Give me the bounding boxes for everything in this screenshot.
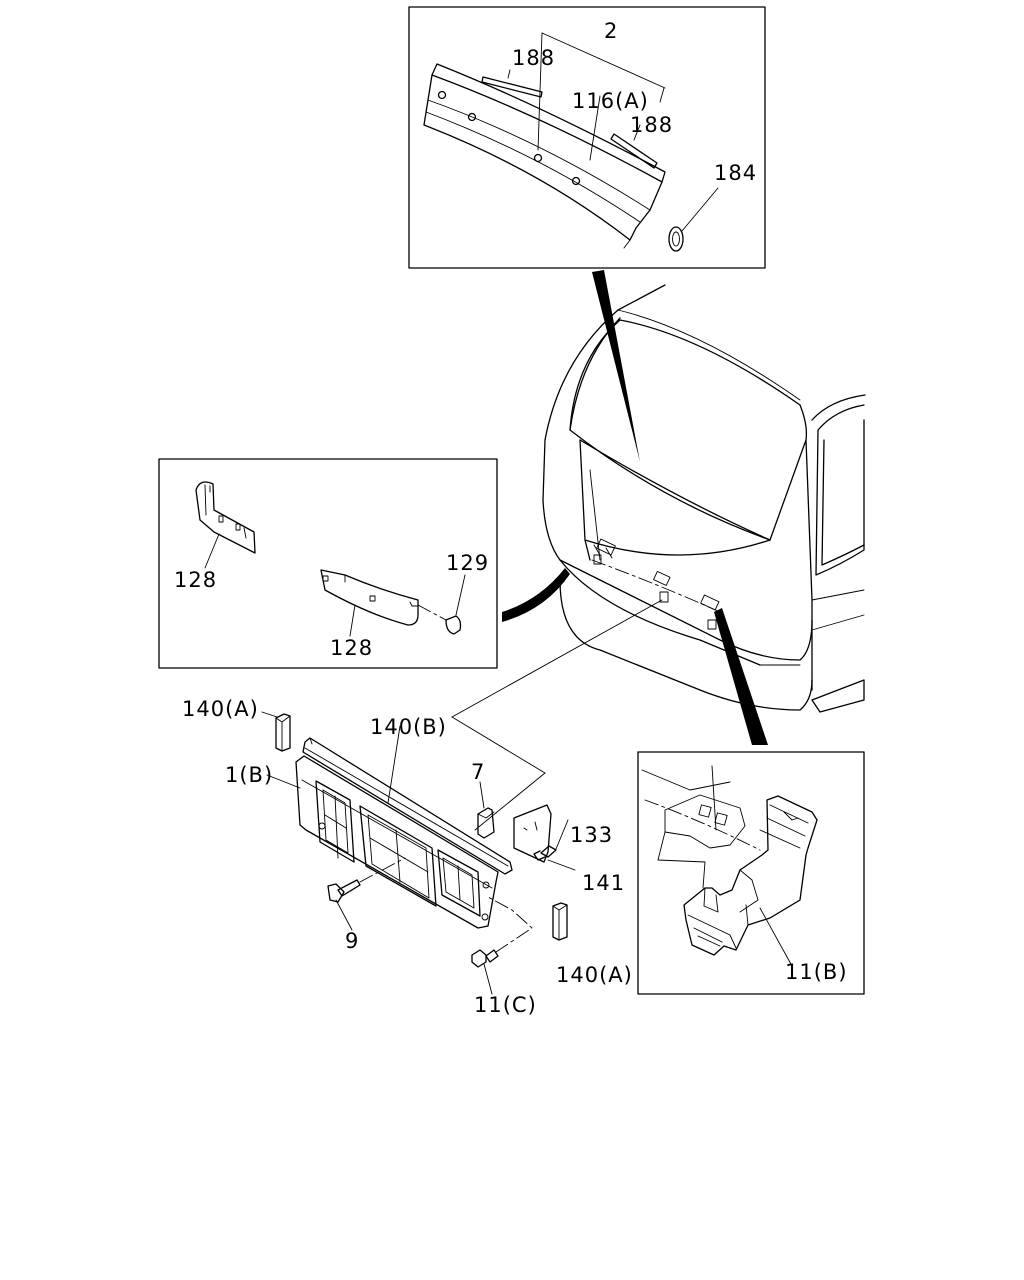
license-panel-1b [266, 755, 499, 929]
detail-box-right [637, 751, 865, 995]
callout-labels: 2 188 116(A) 188 184 128 129 128 140(A) … [174, 19, 848, 1017]
vehicle-rear [542, 284, 866, 713]
spacer-140a-top [261, 711, 291, 752]
spacer-140a-bottom [552, 902, 568, 941]
pointer-left [502, 568, 570, 622]
detail-box-left [158, 458, 498, 669]
callout-188-right: 188 [630, 113, 673, 137]
callout-128-lower: 128 [330, 636, 373, 660]
clip-7 [477, 781, 495, 839]
callout-11b: 11(B) [785, 960, 848, 984]
callout-11c: 11(C) [474, 993, 537, 1017]
callout-140a-top: 140(A) [182, 697, 259, 721]
clip-11b [683, 795, 818, 956]
callout-141: 141 [582, 871, 625, 895]
pointer-top [592, 270, 640, 462]
seal-strip-188-left [481, 76, 543, 98]
callout-140a-bottom: 140(A) [556, 963, 633, 987]
rail-140b [302, 725, 513, 875]
callout-129: 129 [446, 551, 489, 575]
bolt-133 [533, 819, 569, 861]
callout-2: 2 [604, 19, 618, 43]
grommet-184 [668, 226, 684, 252]
callout-140b: 140(B) [370, 715, 447, 739]
callout-133: 133 [570, 823, 613, 847]
exploded-parts [261, 599, 663, 995]
bracket-128-lower [320, 569, 419, 626]
callout-9: 9 [345, 929, 359, 953]
callout-1b: 1(B) [225, 763, 273, 787]
detail-box-top [408, 6, 766, 269]
callout-7: 7 [471, 760, 485, 784]
pointer-right [714, 608, 768, 745]
callout-188-left: 188 [512, 46, 555, 70]
callout-184: 184 [714, 161, 757, 185]
bolt-9 [327, 857, 406, 931]
seal-strip-188-right [610, 133, 658, 169]
callout-116a: 116(A) [572, 89, 649, 113]
callout-128-upper: 128 [174, 568, 217, 592]
bracket-128-upper [195, 481, 256, 554]
bracket-141 [513, 804, 576, 871]
clip-11c [471, 896, 533, 995]
garnish-116a [423, 63, 666, 249]
clip-129 [417, 604, 462, 635]
